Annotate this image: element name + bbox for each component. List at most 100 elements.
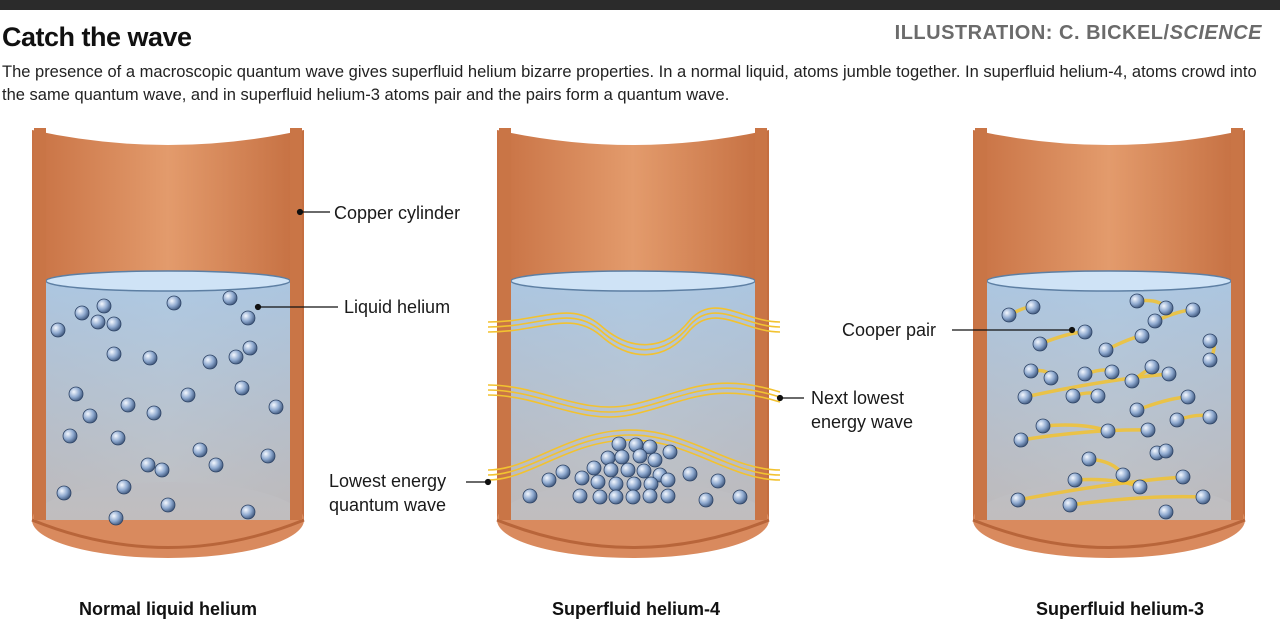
helium-atom (647, 452, 663, 468)
helium-atom (74, 305, 90, 321)
helium-atom (1202, 409, 1218, 425)
helium-atom (1067, 472, 1083, 488)
helium-atom (555, 464, 571, 480)
figure-title: Catch the wave (2, 22, 192, 52)
helium-atom (1129, 293, 1145, 309)
helium-atom (222, 290, 238, 306)
helium-atom (120, 397, 136, 413)
helium-atom (698, 492, 714, 508)
helium-atom (620, 462, 636, 478)
cylinder-rim (972, 518, 1246, 549)
helium-atom (1043, 370, 1059, 386)
caption-superfluid-helium-3: Superfluid helium-3 (1036, 599, 1204, 619)
helium-atom (180, 387, 196, 403)
helium-atom (68, 386, 84, 402)
illustration-credit: ILLUSTRATION: C. BICKEL/SCIENCE (895, 22, 1262, 45)
helium-atom (574, 470, 590, 486)
helium-atom (1001, 307, 1017, 323)
helium-atom (1144, 359, 1160, 375)
helium-atom (1035, 418, 1051, 434)
helium-atom (592, 489, 608, 505)
helium-atom (1023, 363, 1039, 379)
helium-atom (1158, 300, 1174, 316)
helium-atom (62, 428, 78, 444)
helium-atom (90, 314, 106, 330)
leader-dot (776, 394, 784, 402)
helium-atom (642, 488, 658, 504)
leader-dot (1068, 326, 1076, 334)
helium-atom (56, 485, 72, 501)
helium-atom (590, 474, 606, 490)
helium-atom (572, 488, 588, 504)
helium-atom (1090, 388, 1106, 404)
helium-atom (208, 457, 224, 473)
helium-atom (660, 488, 676, 504)
cooper-pair-bond (1017, 475, 1184, 502)
label-next-lowest-line2: energy wave (811, 412, 913, 432)
label-lowest-energy-line1: Lowest energy (329, 471, 446, 491)
helium-atom (154, 462, 170, 478)
cooper-pair-bond (1069, 494, 1204, 507)
leader-dot (254, 303, 262, 311)
helium-atom (1169, 412, 1185, 428)
helium-atom (1180, 389, 1196, 405)
helium-atom (522, 488, 538, 504)
cylinder-rim (31, 518, 305, 549)
helium-atom (234, 380, 250, 396)
helium-atom (108, 510, 124, 526)
helium-atom (1077, 366, 1093, 382)
helium-atom (268, 399, 284, 415)
helium-atom (240, 504, 256, 520)
caption-normal-liquid-helium: Normal liquid helium (79, 599, 257, 619)
helium-atom (1017, 389, 1033, 405)
helium-atom (192, 442, 208, 458)
credit-prefix: ILLUSTRATION: C. BICKEL/ (894, 22, 1170, 44)
helium-atom (682, 466, 698, 482)
helium-atom (642, 439, 658, 455)
helium-atom (166, 295, 182, 311)
helium-atom (96, 298, 112, 314)
helium-atom (146, 405, 162, 421)
helium-atom (202, 354, 218, 370)
helium-atom (142, 350, 158, 366)
helium-atom (116, 479, 132, 495)
label-cooper-pair: Cooper pair (842, 320, 936, 340)
helium-atom (586, 460, 602, 476)
helium-atom (1202, 352, 1218, 368)
helium-atom (660, 472, 676, 488)
helium-atom (662, 444, 678, 460)
cylinder-normal (31, 128, 305, 558)
label-next-lowest-line1: Next lowest (811, 388, 904, 408)
helium-atom (614, 449, 630, 465)
helium-atom (240, 310, 256, 326)
helium-atom (626, 476, 642, 492)
helium-atom (608, 476, 624, 492)
helium-atom (1202, 333, 1218, 349)
helium-atom (1010, 492, 1026, 508)
helium-atom (140, 457, 156, 473)
atoms-superfluid-he3 (1001, 293, 1218, 520)
helium-surface (510, 270, 756, 292)
helium-atom (260, 448, 276, 464)
cooper-pair-bond (1024, 372, 1170, 399)
leader-dot (484, 478, 492, 486)
helium-atom (1158, 504, 1174, 520)
helium-atom (1013, 432, 1029, 448)
helium-atom (1032, 336, 1048, 352)
top-rule (0, 0, 1280, 10)
atoms-normal (50, 290, 284, 526)
helium-atom (636, 463, 652, 479)
helium-atom (625, 489, 641, 505)
helium-atom (1077, 324, 1093, 340)
helium-atom (242, 340, 258, 356)
cooper-pair-bond (1020, 428, 1149, 442)
figure-subtitle: The presence of a macroscopic quantum wa… (2, 63, 1257, 104)
next-lowest-energy-wave (487, 382, 781, 418)
caption-superfluid-helium-4: Superfluid helium-4 (552, 599, 720, 619)
helium-atom (1195, 489, 1211, 505)
cylinder-left-edge (499, 128, 511, 520)
helium-atom (732, 489, 748, 505)
helium-atom (1129, 402, 1145, 418)
helium-atom (1062, 497, 1078, 513)
